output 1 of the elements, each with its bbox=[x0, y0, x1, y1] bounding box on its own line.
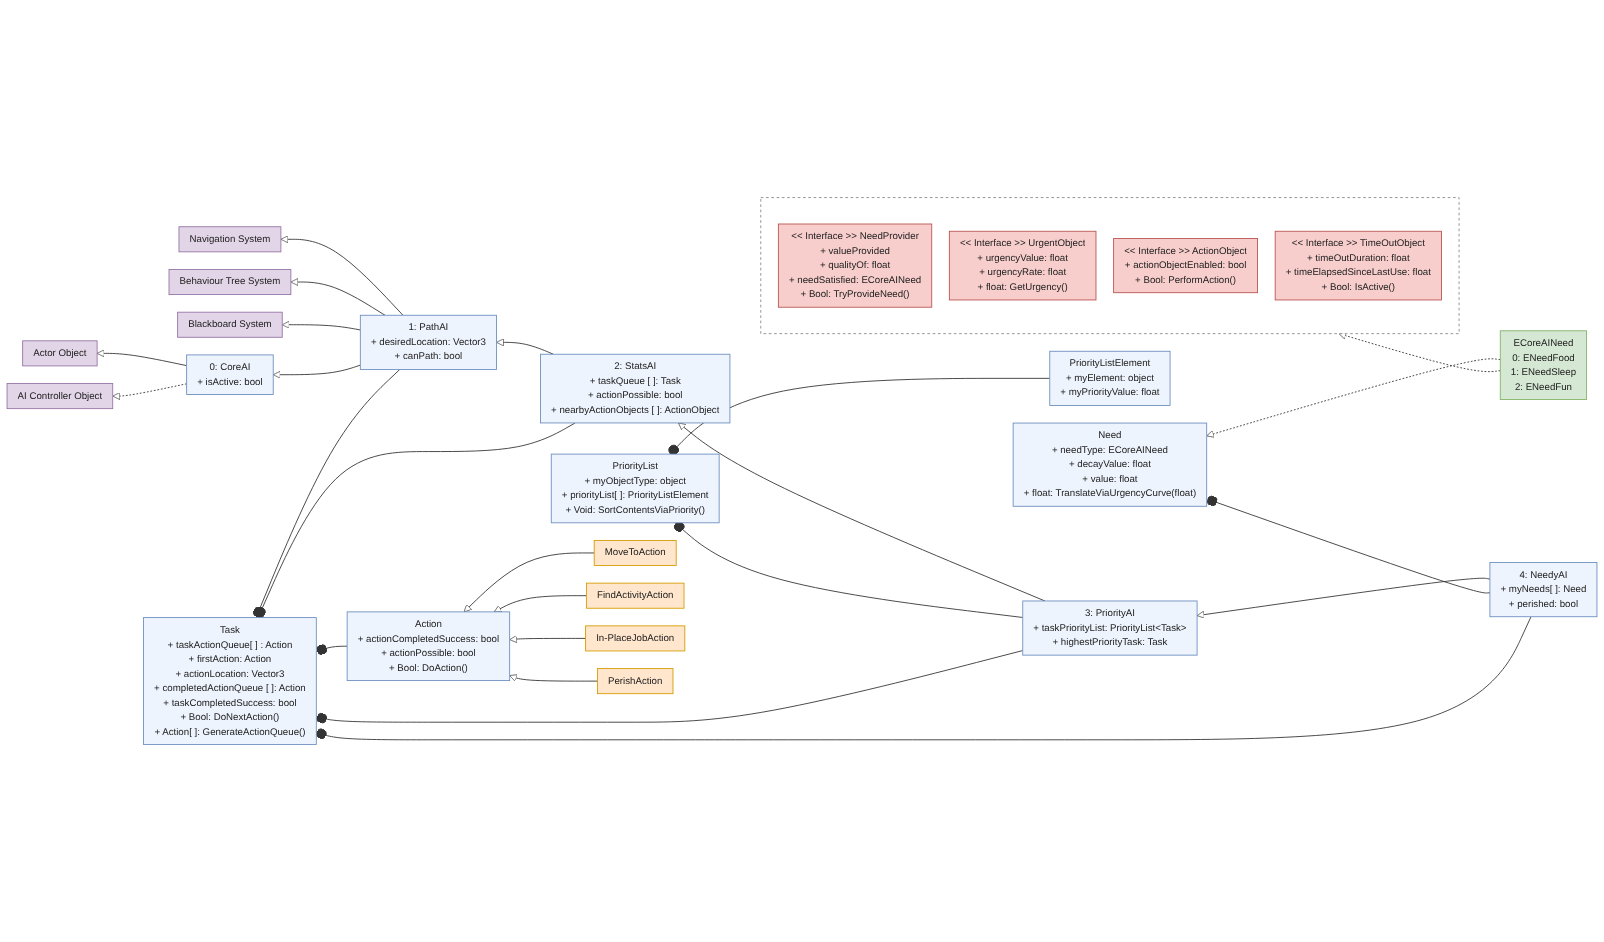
cluster bbox=[760, 197, 1460, 335]
